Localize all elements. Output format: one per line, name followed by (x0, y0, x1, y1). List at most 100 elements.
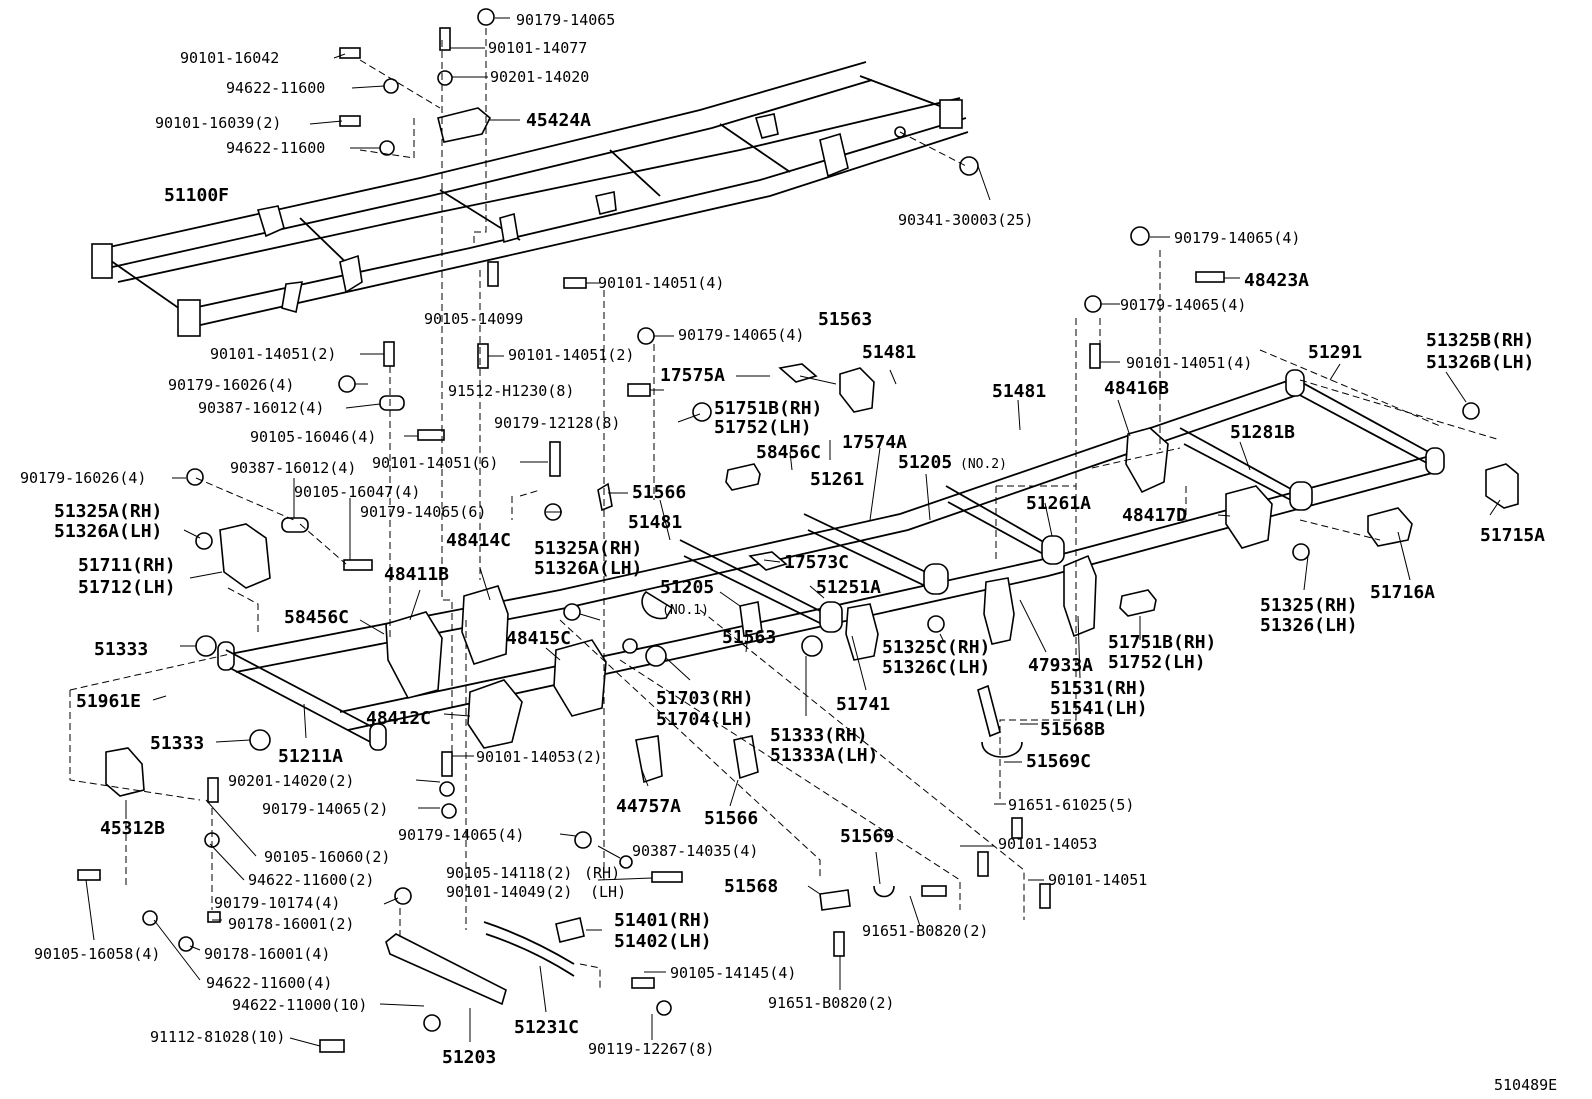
label-48417D: 48417D (1122, 505, 1187, 526)
label-94622-11600-4: 94622-11600(4) (206, 974, 332, 992)
label-51326A-LH-a: 51326A(LH) (54, 521, 162, 542)
label-48423A: 48423A (1244, 270, 1309, 291)
label-51251A: 51251A (816, 577, 881, 598)
label-90178-16001-2: 90178-16001(2) (228, 915, 354, 933)
label-90179-12128: 90179-12128(8) (494, 414, 620, 432)
label-51541-LH: 51541(LH) (1050, 698, 1148, 719)
label-90105-16058: 90105-16058(4) (34, 945, 160, 963)
label-90101-14051-4b: 90101-14051(4) (1126, 354, 1252, 372)
label-51751B-RH-a: 51751B(RH) (714, 398, 822, 419)
label-45424A: 45424A (526, 110, 591, 131)
label-90105-16046: 90105-16046(4) (250, 428, 376, 446)
label-51325A-RH-a: 51325A(RH) (54, 501, 162, 522)
label-48416B: 48416B (1104, 378, 1169, 399)
label-51333-a: 51333 (94, 639, 148, 660)
label-51326A-LH-b: 51326A(LH) (534, 558, 642, 579)
label-51752-LH-b: 51752(LH) (1108, 652, 1206, 673)
label-51231C: 51231C (514, 1017, 579, 1038)
label-90119-12267: 90119-12267(8) (588, 1040, 714, 1058)
label-45312B: 45312B (100, 818, 165, 839)
label-90179-10174: 90179-10174(4) (214, 894, 340, 912)
label-90341-30003: 90341-30003(25) (898, 211, 1033, 229)
label-17575A: 17575A (660, 365, 725, 386)
label-51325A-RH-b: 51325A(RH) (534, 538, 642, 559)
label-91512-H1230: 91512-H1230(8) (448, 382, 574, 400)
label-90179-14065-top: 90179-14065 (516, 11, 615, 29)
label-51752-LH-a: 51752(LH) (714, 417, 812, 438)
label-51261: 51261 (810, 469, 864, 490)
label-90105-16047: 90105-16047(4) (294, 483, 420, 501)
label-51205-no2: 51205 (898, 452, 952, 473)
label-51326B-LH: 51326B(LH) (1426, 352, 1534, 373)
label-51401-RH: 51401(RH) (614, 910, 712, 931)
label-90179-14065-2: 90179-14065(2) (262, 800, 388, 818)
label-90201-14020-2: 90201-14020(2) (228, 772, 354, 790)
label-94622-11000: 94622-11000(10) (232, 996, 367, 1014)
label-51563-top: 51563 (818, 309, 872, 330)
label-90201-14020: 90201-14020 (490, 68, 589, 86)
label-90179-14065-4d: 90179-14065(4) (398, 826, 524, 844)
label-17573C: 17573C (784, 552, 849, 573)
label-51481-b: 51481 (992, 381, 1046, 402)
label-51325B-RH: 51325B(RH) (1426, 330, 1534, 351)
label-90101-14051-4a: 90101-14051(4) (598, 274, 724, 292)
label-90179-16026-4a: 90179-16026(4) (168, 376, 294, 394)
label-51402-LH: 51402(LH) (614, 931, 712, 952)
label-90179-14065-6: 90179-14065(6) (360, 503, 486, 521)
label-51325C-RH: 51325C(RH) (882, 637, 990, 658)
label-90179-14065-4c: 90179-14065(4) (678, 326, 804, 344)
diagram-id: 510489E (1494, 1076, 1557, 1094)
label-51751B-RH-b: 51751B(RH) (1108, 632, 1216, 653)
part-labels: 90179-14065 90101-16042 90101-14077 9462… (20, 11, 1557, 1094)
label-94622-11600-a: 94622-11600 (226, 79, 325, 97)
label-51531-RH: 51531(RH) (1050, 678, 1148, 699)
label-lh-small: (LH) (590, 883, 626, 901)
label-51568B: 51568B (1040, 719, 1105, 740)
label-51566-b: 51566 (704, 808, 758, 829)
label-91651-B0820-a: 91651-B0820(2) (862, 922, 988, 940)
label-51325-RH: 51325(RH) (1260, 595, 1358, 616)
label-51481-a: 51481 (862, 342, 916, 363)
label-51563-b: 51563 (722, 627, 776, 648)
label-no2: (NO.2) (960, 457, 1007, 472)
label-90105-14099: 90105-14099 (424, 310, 523, 328)
label-90105-16060: 90105-16060(2) (264, 848, 390, 866)
label-90101-14051-6: 90101-14051(6) (372, 454, 498, 472)
label-90387-16012-4a: 90387-16012(4) (198, 399, 324, 417)
label-51569C: 51569C (1026, 751, 1091, 772)
label-90387-14035: 90387-14035(4) (632, 842, 758, 860)
label-51703-RH: 51703(RH) (656, 688, 754, 709)
label-48414C: 48414C (446, 530, 511, 551)
label-rh-small: (RH) (584, 864, 620, 882)
label-90101-14077: 90101-14077 (488, 39, 587, 57)
label-no1: (NO.1) (662, 603, 709, 618)
label-94622-11600-2: 94622-11600(2) (248, 871, 374, 889)
label-90105-14145: 90105-14145(4) (670, 964, 796, 982)
label-47933A: 47933A (1028, 655, 1093, 676)
label-51205-no1: 51205 (660, 577, 714, 598)
label-91112-81028: 91112-81028(10) (150, 1028, 285, 1046)
brackets-drawing (77, 8, 1519, 1053)
label-51326-LH: 51326(LH) (1260, 615, 1358, 636)
label-90101-14053-2: 90101-14053(2) (476, 748, 602, 766)
label-51741: 51741 (836, 694, 890, 715)
label-90101-14051-2a: 90101-14051(2) (210, 345, 336, 363)
label-48412C: 48412C (366, 708, 431, 729)
label-58456C-a: 58456C (756, 442, 821, 463)
label-90101-16039: 90101-16039(2) (155, 114, 281, 132)
label-90101-14051: 90101-14051 (1048, 871, 1147, 889)
label-51569: 51569 (840, 826, 894, 847)
label-51961E: 51961E (76, 691, 141, 712)
upper-frame-drawing (91, 61, 969, 337)
label-51326C-LH: 51326C(LH) (882, 657, 990, 678)
label-58456C-b: 58456C (284, 607, 349, 628)
label-51481-c: 51481 (628, 512, 682, 533)
label-90179-14065-4b: 90179-14065(4) (1120, 296, 1246, 314)
label-91651-B0820-b: 91651-B0820(2) (768, 994, 894, 1012)
label-51566-a: 51566 (632, 482, 686, 503)
label-51333-b: 51333 (150, 733, 204, 754)
label-51291: 51291 (1308, 342, 1362, 363)
label-90101-14049: 90101-14049(2) (446, 883, 572, 901)
label-51333A-LH: 51333A(LH) (770, 745, 878, 766)
